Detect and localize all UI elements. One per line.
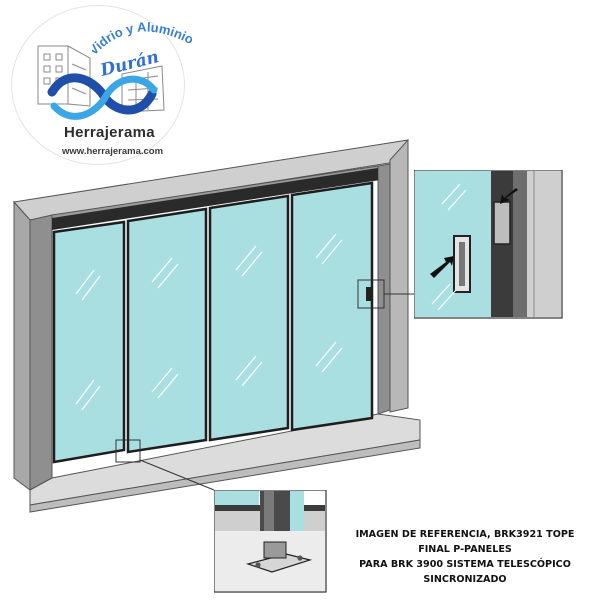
stopper-bottom-detail xyxy=(214,490,327,593)
caption-line-2: FINAL P-PANELES xyxy=(418,544,512,555)
wall-frame xyxy=(13,138,421,513)
caption-text: IMAGEN DE REFERENCIA, BRK3921 TOPE FINAL… xyxy=(335,527,595,587)
logo-url: www.herrajerama.com xyxy=(62,146,164,157)
caption-line-3: PARA BRK 3900 SISTEMA TELESCÓPICO xyxy=(359,559,571,570)
glass-panels xyxy=(52,181,374,464)
logo-badge: Vidrio y Aluminio Durán Herrajerama www.… xyxy=(12,6,192,164)
callout-marker-top xyxy=(357,279,385,309)
glass-reflections xyxy=(75,233,343,411)
caption-line-4: SINCRONIZADO xyxy=(423,574,507,585)
callout-marker-bottom xyxy=(115,439,141,463)
logo-building-sketch xyxy=(37,45,165,120)
stopper-top-detail xyxy=(414,170,563,319)
logo-brand-name: Herrajerama xyxy=(64,124,155,141)
logo-arc-text: Vidrio y Aluminio xyxy=(92,20,192,58)
caption-line-1: IMAGEN DE REFERENCIA, BRK3921 TOPE xyxy=(355,529,575,540)
